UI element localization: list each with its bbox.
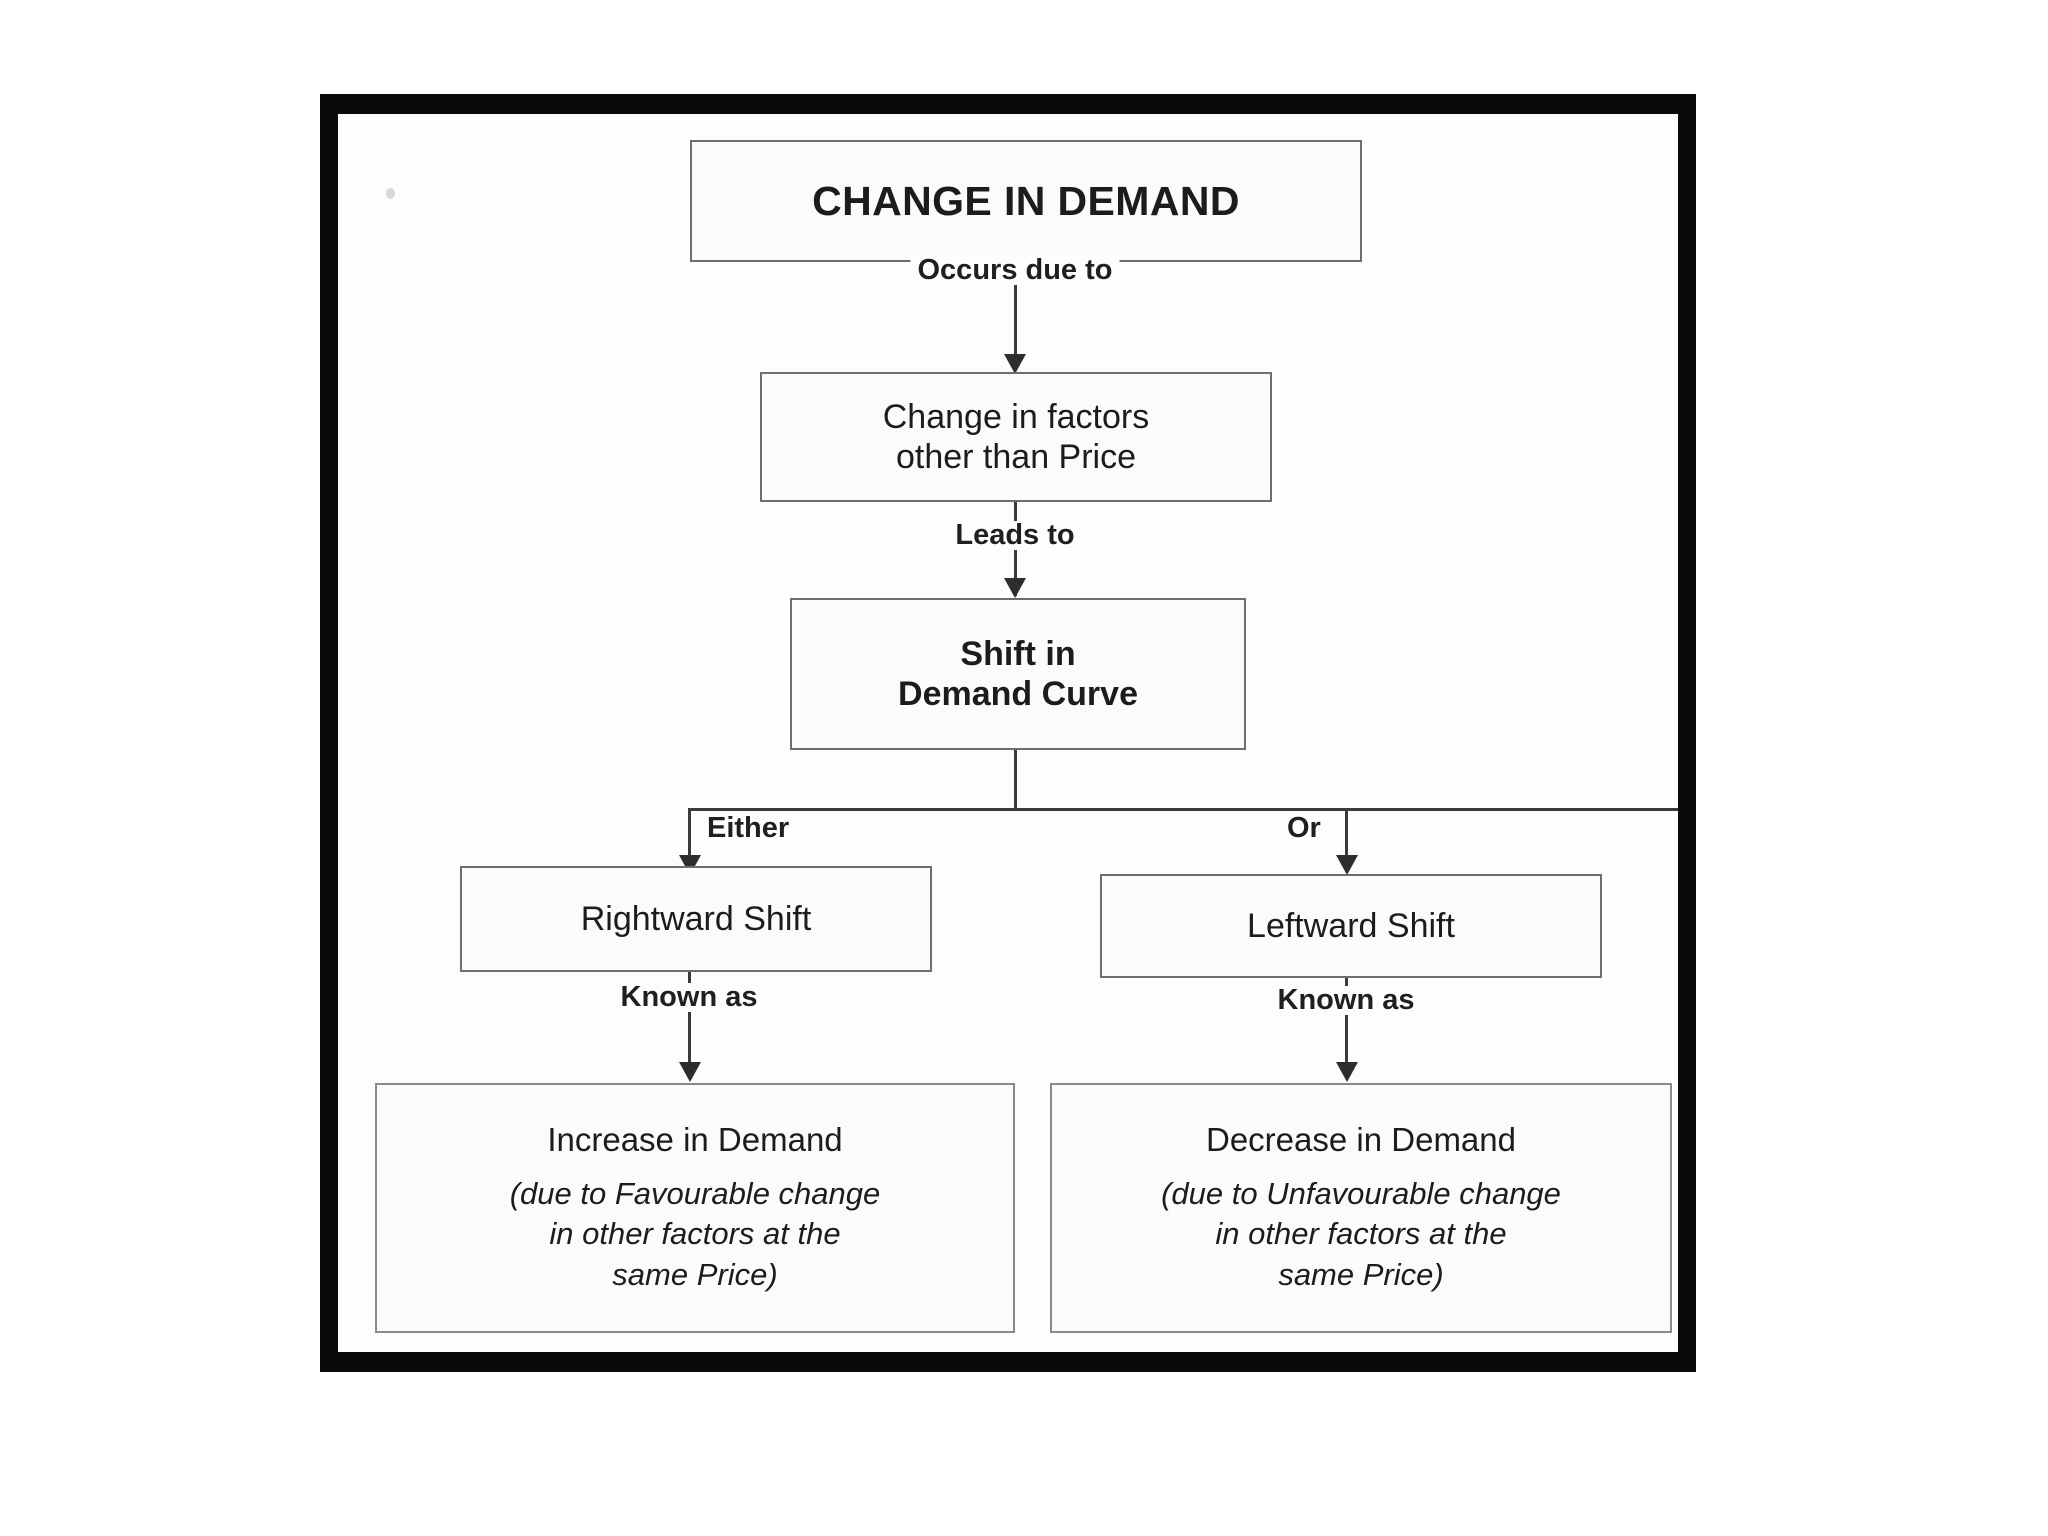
- node-change-in-factors: Change in factors other than Price: [760, 372, 1272, 502]
- node-leftward-shift: Leftward Shift: [1100, 874, 1602, 978]
- edge-label-either: Either: [700, 814, 797, 843]
- connector-shift-stem: [1014, 750, 1017, 810]
- arrowhead-root-to-factors: [1004, 354, 1026, 374]
- connector-rightward-to-increase: [688, 972, 691, 1074]
- diagram-surface: CHANGE IN DEMAND Occurs due to Change in…: [338, 114, 1678, 1352]
- connector-split-bus: [688, 808, 1678, 811]
- edge-label-or: Or: [1280, 814, 1328, 843]
- edge-label-known-as-right: Known as: [1270, 986, 1422, 1015]
- edge-label-leads-to: Leads to: [948, 521, 1082, 550]
- arrowhead-factors-to-shift: [1004, 578, 1026, 598]
- node-increase-in-demand-heading: Increase in Demand: [547, 1121, 843, 1159]
- increase-note-line3: same Price): [612, 1256, 778, 1292]
- decrease-note-line1: (due to Unfavourable change: [1161, 1176, 1561, 1212]
- node-decrease-in-demand-note: (due to Unfavourable change in other fac…: [1161, 1174, 1561, 1295]
- connector-to-rightward-shift: [688, 808, 691, 866]
- scan-speck: [386, 188, 395, 199]
- node-leftward-shift-label: Leftward Shift: [1247, 906, 1455, 945]
- edge-label-known-as-left: Known as: [613, 983, 765, 1012]
- node-change-in-demand: CHANGE IN DEMAND: [690, 140, 1362, 262]
- node-shift-line1: Shift in: [960, 634, 1076, 673]
- node-increase-in-demand-note: (due to Favourable change in other facto…: [510, 1174, 881, 1295]
- connector-root-to-factors: [1014, 262, 1017, 368]
- node-rightward-shift: Rightward Shift: [460, 866, 932, 972]
- decrease-note-line3: same Price): [1278, 1256, 1444, 1292]
- node-decrease-in-demand: Decrease in Demand (due to Unfavourable …: [1050, 1083, 1672, 1333]
- node-change-in-demand-label: CHANGE IN DEMAND: [812, 177, 1240, 224]
- arrowhead-rightward-to-increase: [679, 1062, 701, 1082]
- node-change-in-factors-line1: Change in factors: [882, 397, 1150, 436]
- decrease-note-line2: in other factors at the: [1215, 1216, 1507, 1252]
- connector-to-leftward-shift: [1345, 808, 1348, 866]
- connector-leftward-to-decrease: [1345, 978, 1348, 1074]
- edge-label-occurs-due-to: Occurs due to: [910, 256, 1120, 285]
- arrowhead-leftward-to-decrease: [1336, 1062, 1358, 1082]
- node-shift-line2: Demand Curve: [898, 675, 1138, 713]
- node-decrease-in-demand-heading: Decrease in Demand: [1206, 1121, 1516, 1159]
- node-increase-in-demand: Increase in Demand (due to Favourable ch…: [375, 1083, 1015, 1333]
- node-change-in-factors-line2: other than Price: [895, 438, 1137, 476]
- arrowhead-to-leftward-shift: [1336, 855, 1358, 875]
- increase-note-line2: in other factors at the: [549, 1216, 841, 1252]
- node-rightward-shift-label: Rightward Shift: [580, 899, 812, 938]
- node-shift-in-demand-curve: Shift in Demand Curve: [790, 598, 1246, 750]
- increase-note-line1: (due to Favourable change: [509, 1176, 881, 1212]
